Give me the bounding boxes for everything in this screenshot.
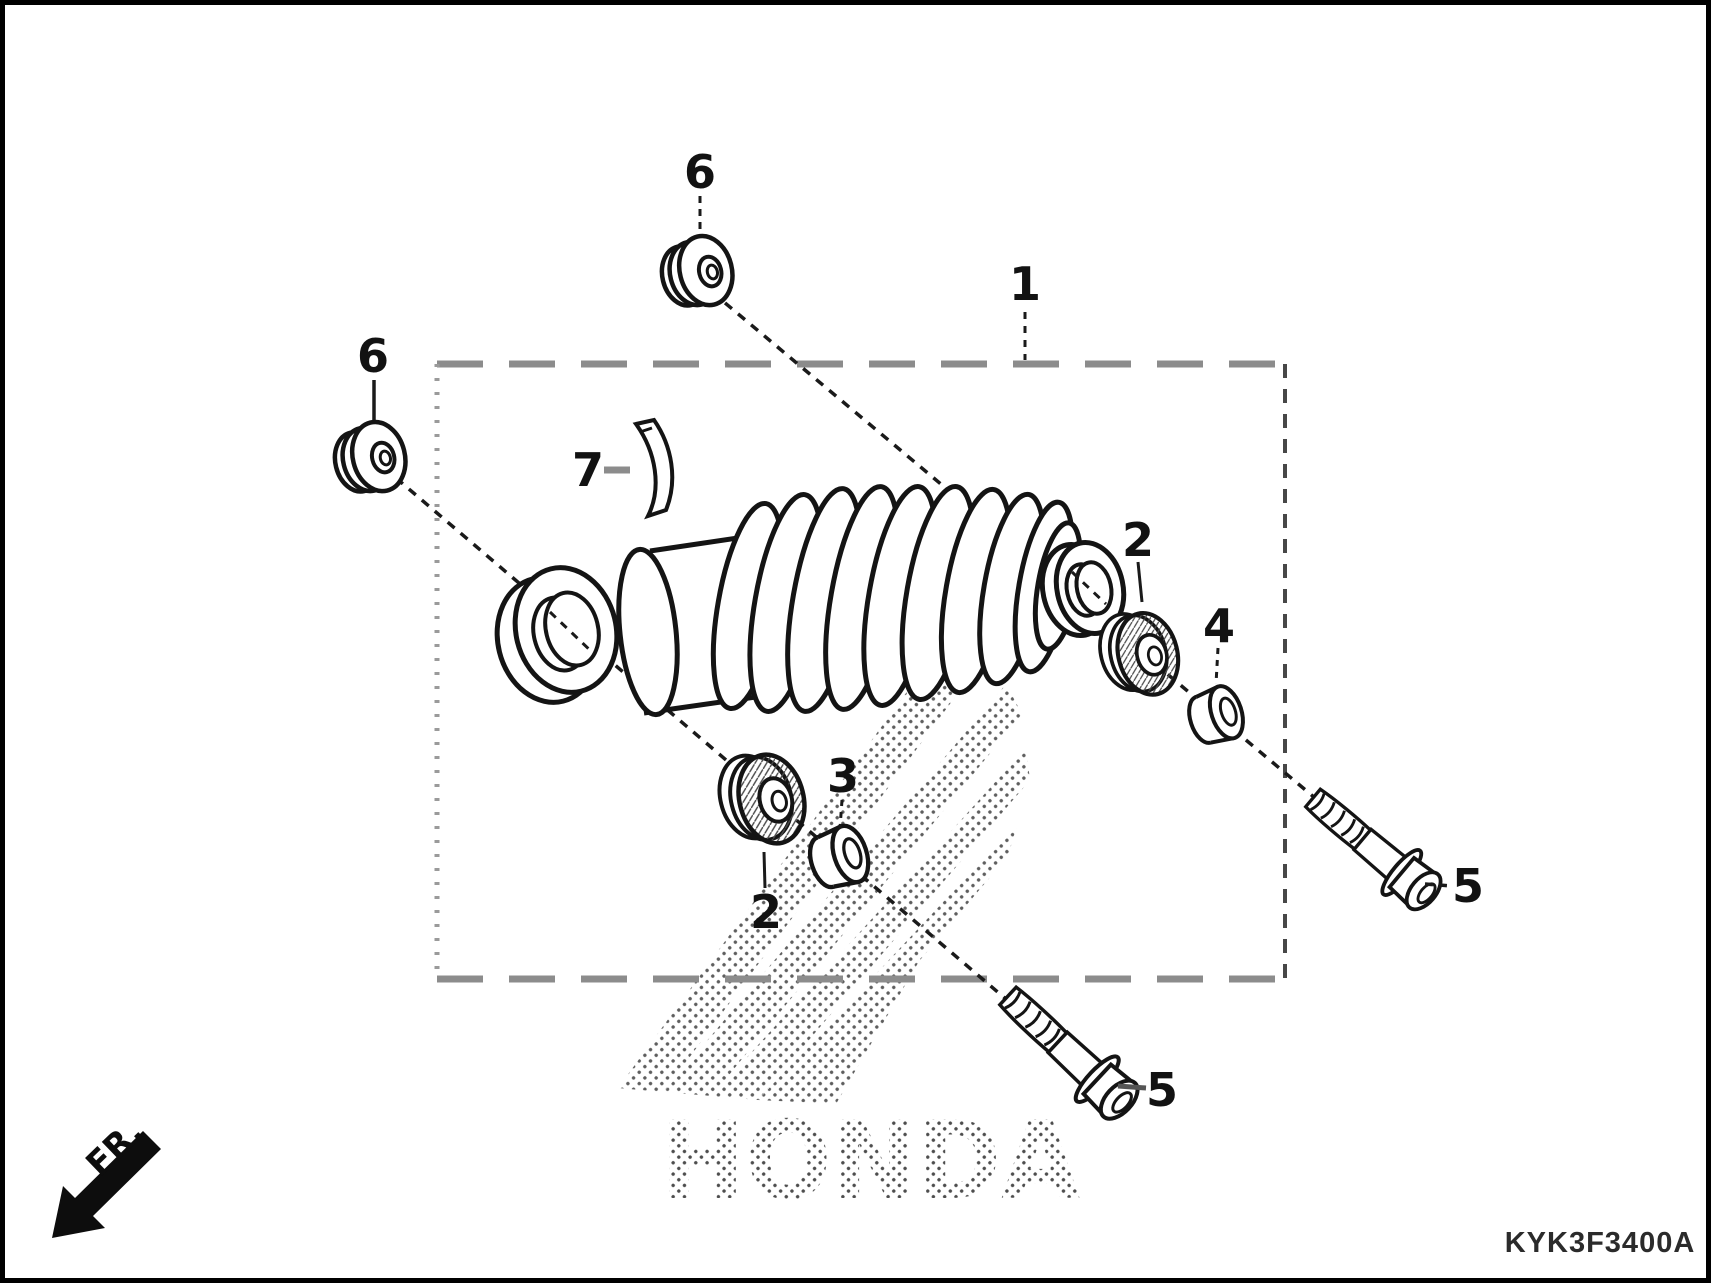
assembly-boundary-box — [434, 360, 1287, 983]
callout-2-bushing-upper: 2 — [1122, 513, 1154, 567]
callout-6-nut-left: 6 — [357, 329, 389, 383]
diagram-code: KYK3F3400A — [1505, 1227, 1696, 1259]
callout-2-bushing-lower: 2 — [750, 885, 782, 939]
shock-left-eyelet — [494, 565, 620, 705]
honda-wing-watermark — [618, 630, 1030, 1104]
callout-1-assembly: 1 — [1009, 257, 1041, 311]
callout-7-spring-band: 7 — [572, 443, 604, 497]
spring-guard-band — [632, 417, 675, 520]
callout-6-nut-top: 6 — [684, 145, 716, 199]
callout-3-collar-lower: 3 — [827, 749, 859, 803]
honda-wordmark-watermark: HONDA — [660, 1099, 1080, 1224]
callout-5-bolt-upper: 5 — [1452, 859, 1484, 913]
callout-5-bolt-lower: 5 — [1146, 1063, 1178, 1117]
shock-coil-spring — [710, 484, 1076, 714]
shock-right-eyelet — [1032, 520, 1127, 652]
callout-4-collar-upper: 4 — [1203, 599, 1235, 653]
callout-leader-lines — [372, 196, 1453, 1091]
